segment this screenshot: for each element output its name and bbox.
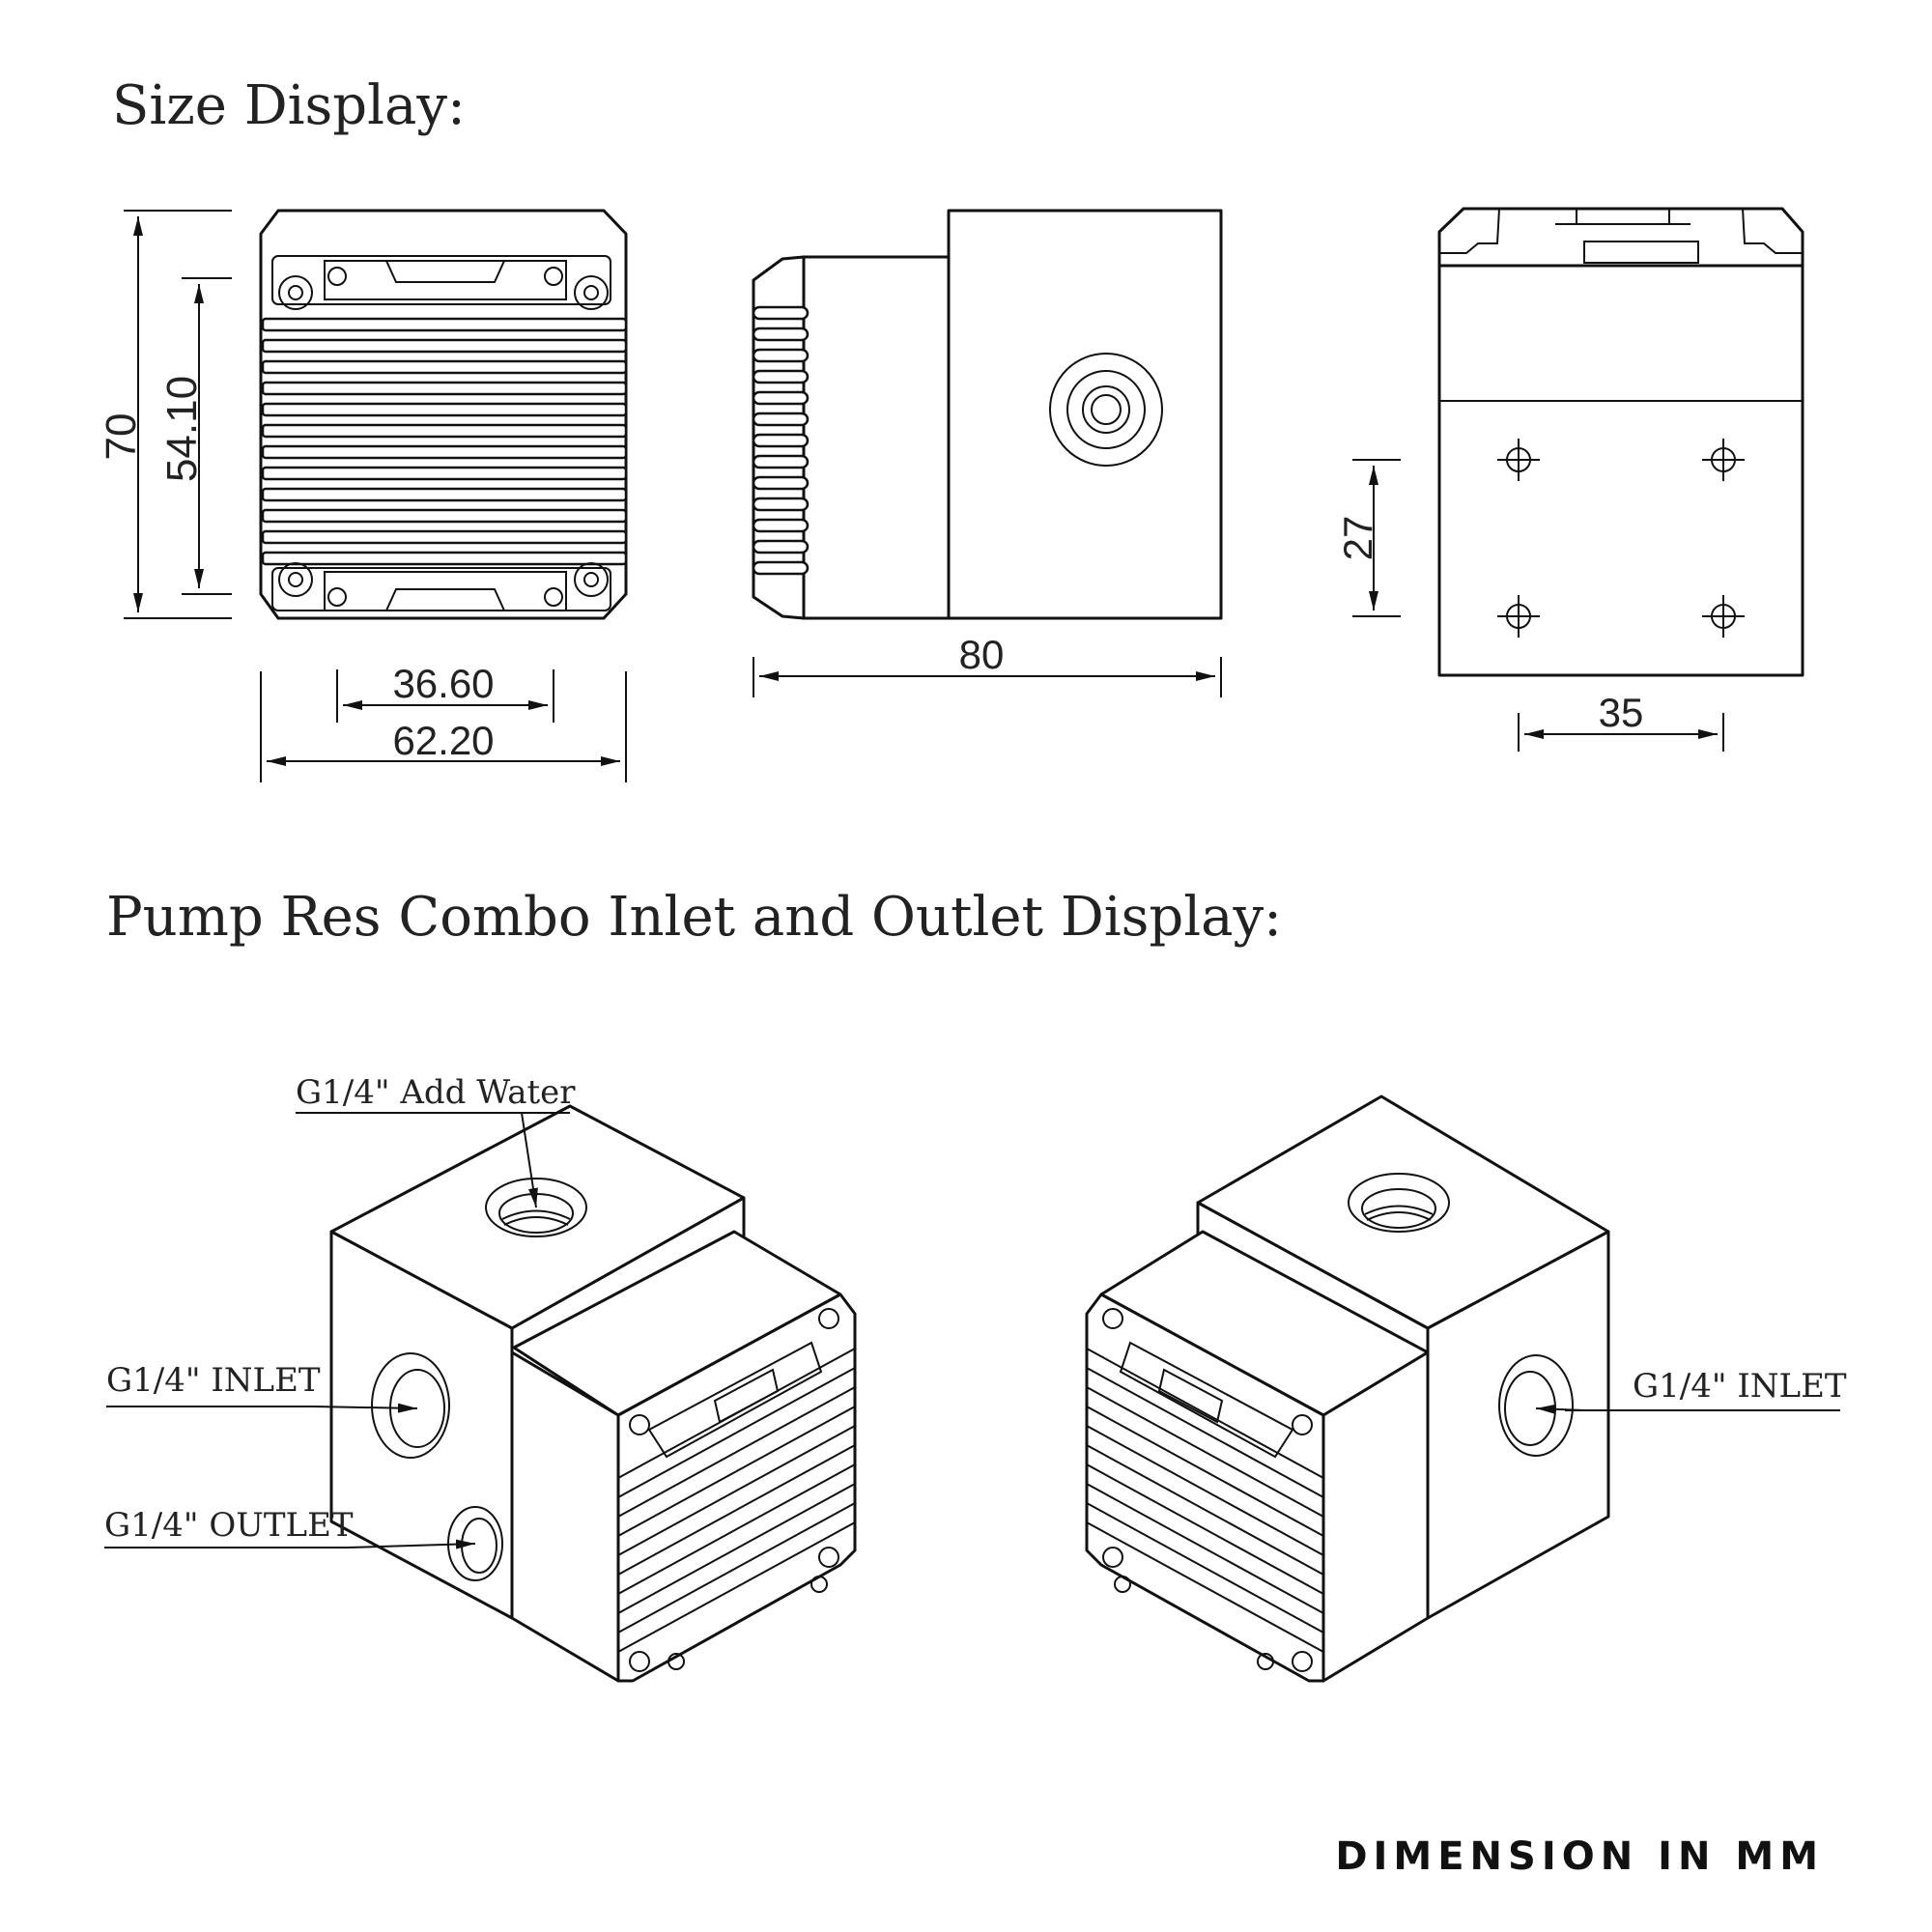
- dim-54-10: 54.10: [158, 376, 206, 482]
- side-dimensions: 80: [753, 632, 1222, 697]
- iso-left-fins: [617, 1348, 856, 1653]
- mount-holes: [1497, 439, 1745, 638]
- back-dimensions: 27 35: [1335, 459, 1724, 752]
- iso-right-labels: G1/4" INLET: [1535, 1367, 1847, 1414]
- label-inlet-right: G1/4" INLET: [1633, 1367, 1847, 1406]
- top-bracket: [271, 255, 611, 310]
- dim-62-20: 62.20: [392, 718, 494, 763]
- isometric-right: [1085, 1094, 1610, 1683]
- front-view: [259, 209, 628, 620]
- inlet-outlet-heading: Pump Res Combo Inlet and Outlet Display:: [106, 886, 1282, 949]
- isometric-left: [329, 1104, 857, 1683]
- dim-70: 70: [98, 413, 145, 461]
- heatsink-fins: [261, 317, 628, 566]
- side-view: [752, 209, 1223, 620]
- back-view: [1437, 207, 1804, 677]
- dim-36-60: 36.60: [392, 661, 494, 706]
- label-outlet: G1/4" OUTLET: [104, 1506, 354, 1545]
- label-inlet-left: G1/4" INLET: [106, 1361, 321, 1400]
- dim-35: 35: [1599, 690, 1644, 735]
- side-port-fitting: [1049, 353, 1163, 467]
- iso-right-fins: [1086, 1348, 1324, 1653]
- dim-27: 27: [1335, 516, 1380, 561]
- dimension-note: DIMENSION IN MM: [1335, 1834, 1824, 1879]
- label-add-water: G1/4" Add Water: [296, 1073, 576, 1112]
- dim-80: 80: [959, 632, 1005, 677]
- front-dimensions: 70 54.10 36.60 62.20: [98, 210, 627, 782]
- side-fins: [752, 305, 810, 576]
- iso-left-labels: G1/4" Add Water G1/4" INLET G1/4" OUTLET: [104, 1073, 576, 1549]
- bottom-bracket: [271, 562, 611, 611]
- size-display-heading: Size Display:: [112, 74, 466, 137]
